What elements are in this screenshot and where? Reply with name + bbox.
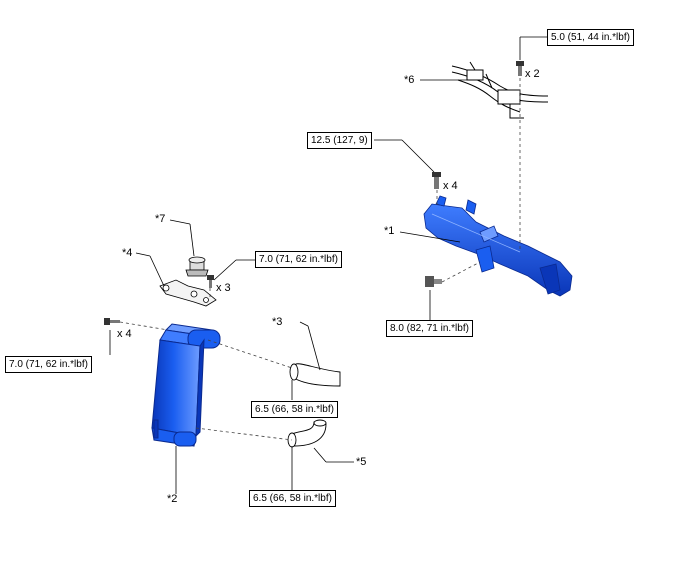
torque-spec-bracket-lower-bolt: 8.0 (82, 71 in.*lbf)	[386, 320, 473, 337]
bolt-icon	[516, 61, 524, 76]
bolt-icon	[104, 318, 120, 325]
torque-spec-harness-bolt: 5.0 (51, 44 in.*lbf)	[547, 29, 634, 46]
callout-part-4: *4	[122, 247, 133, 259]
callout-part-5: *5	[356, 456, 367, 468]
alignment-lines	[119, 78, 521, 441]
hose-part-5	[287, 419, 327, 448]
callout-part-7: *7	[155, 213, 166, 225]
intercooler	[151, 323, 221, 447]
callout-part-1: *1	[384, 225, 395, 237]
wire-harness	[451, 61, 549, 119]
callout-part-2: *2	[167, 493, 178, 505]
callout-part-3: *3	[272, 316, 283, 328]
bolt-icon	[425, 276, 442, 287]
torque-spec-bracket-bolt: 12.5 (127, 9)	[307, 132, 372, 149]
quantity-bracket4-bolts: x 3	[216, 282, 231, 294]
torque-spec-hose3-clamp: 6.5 (66, 58 in.*lbf)	[251, 401, 338, 418]
quantity-harness-bolts: x 2	[525, 68, 540, 80]
bracket-part-4	[159, 279, 217, 307]
hose-part-3	[289, 363, 341, 387]
callout-part-6: *6	[404, 74, 415, 86]
leader-lines	[109, 36, 547, 494]
torque-spec-bracket4-bolt: 7.0 (71, 62 in.*lbf)	[255, 251, 342, 268]
bolt-icon	[432, 172, 441, 189]
bolt-icon	[207, 275, 214, 288]
intercooler-bracket	[423, 195, 573, 297]
clip-icon	[185, 256, 209, 277]
torque-spec-intercooler-bolt: 7.0 (71, 62 in.*lbf)	[5, 356, 92, 373]
quantity-bracket-bolts: x 4	[443, 180, 458, 192]
quantity-intercooler-bolts: x 4	[117, 328, 132, 340]
torque-spec-hose5-clamp: 6.5 (66, 58 in.*lbf)	[249, 490, 336, 507]
